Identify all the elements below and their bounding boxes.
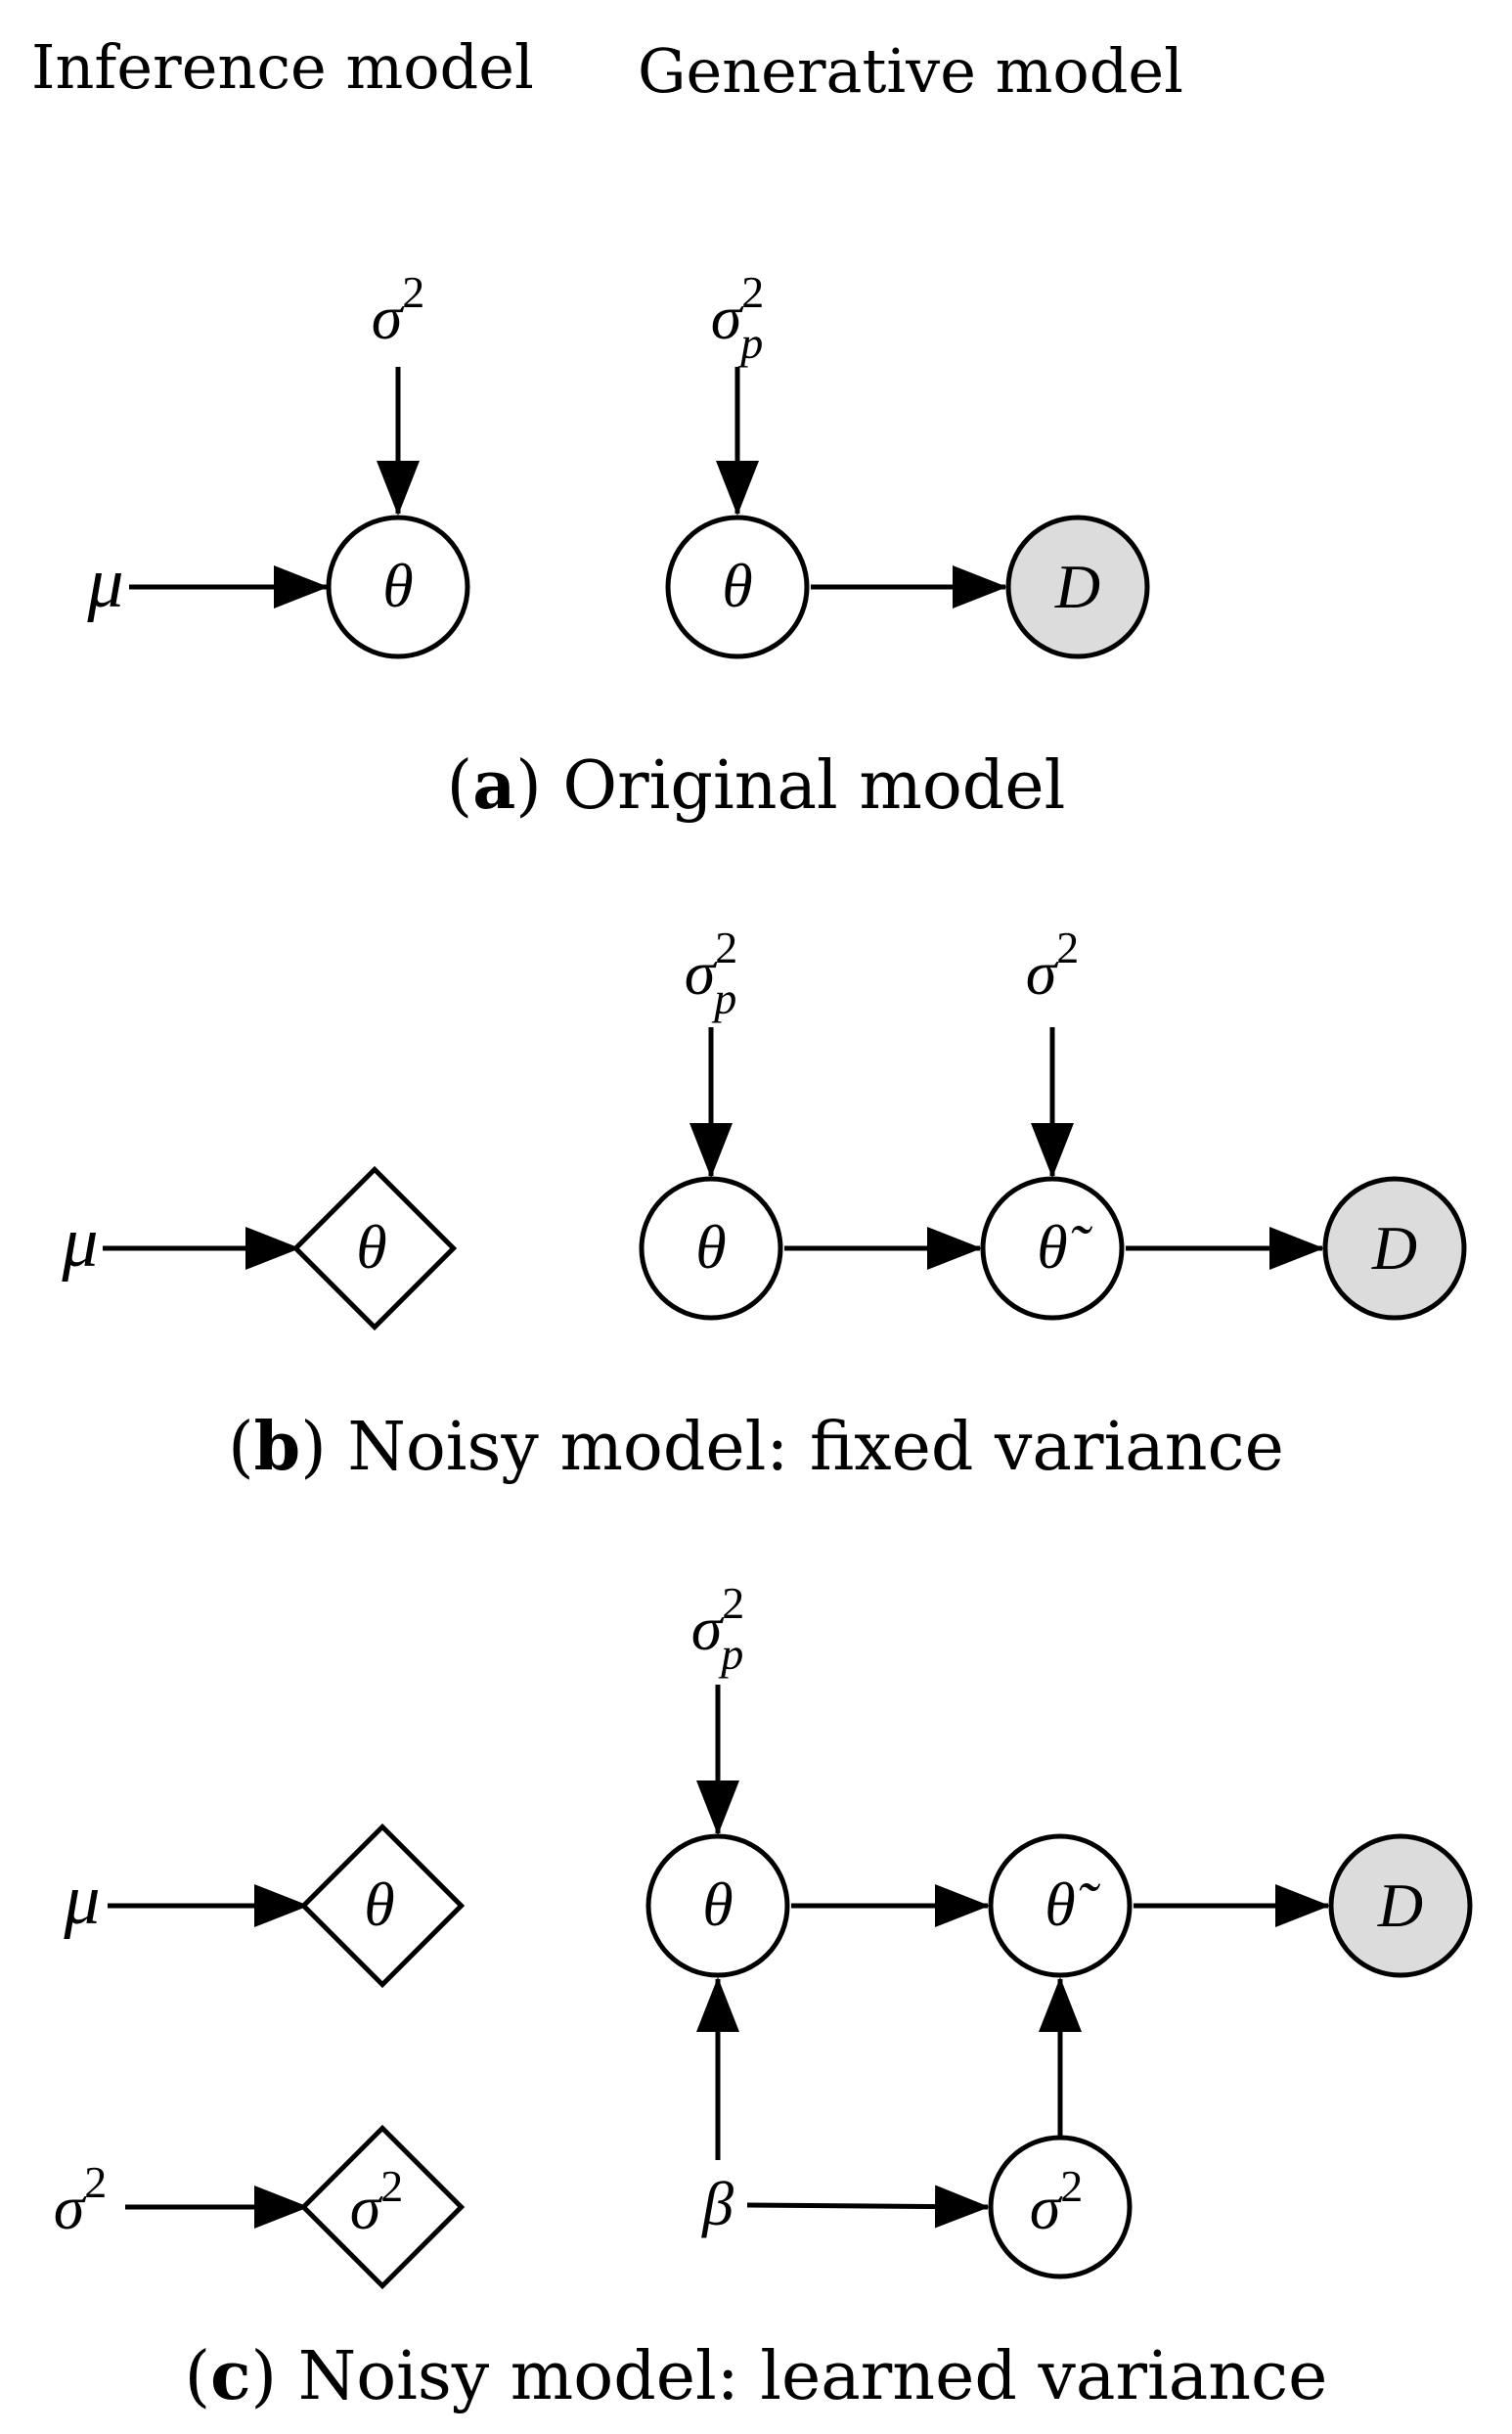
panel-a-observed-D-node: [1005, 515, 1150, 659]
panel-c-edge-beta-to-sigma: [746, 2185, 990, 2229]
panel-c-observed-D-node: [1328, 1833, 1473, 1978]
panel-c-caption: (c) Noisy model: learned variance: [185, 2337, 1328, 2415]
panel-a-observed-D-label: D: [1054, 552, 1100, 621]
panel-c-generative-sigma-node: [988, 2135, 1133, 2279]
panel-a-caption: (a) Original model: [447, 746, 1066, 825]
panel-c-generative-sigma-label: σ2: [1030, 2161, 1084, 2242]
generative-model-header: Generative model: [638, 35, 1183, 107]
panel-c-inference-sigma-deterministic-node: [299, 2124, 466, 2290]
panel-a-generative-theta-node: [665, 515, 810, 659]
panel-b-generative-theta-label: θ: [695, 1212, 726, 1282]
panel-c-inference-sigma-label: σ2: [350, 2161, 404, 2242]
panel-a-inference-theta-label: θ: [382, 551, 413, 620]
panel-c-generative-theta-node: [645, 1833, 790, 1978]
panel-c-generative-theta-label: θ: [702, 1870, 733, 1939]
panel-a-inference-sigma-squared: σ2: [372, 267, 425, 352]
panel-b-observed-D-node: [1322, 1176, 1467, 1321]
inference-model-header: Inference model: [31, 31, 534, 103]
panel-c-inference-mu: μ: [63, 1860, 100, 1940]
panel-a-inference-theta-node: [326, 515, 470, 659]
panel-c-beta: β: [700, 2169, 734, 2238]
panel-a-generative-theta-label: θ: [722, 551, 752, 620]
panel-b-generative-theta-node: [639, 1176, 783, 1321]
panel-a-inference-mu: μ: [86, 543, 123, 623]
panel-b-theta-tilde-node: [980, 1176, 1125, 1321]
panel-c-theta-tilde-node: [988, 1833, 1133, 1978]
panel-c-observed-D-label: D: [1377, 1871, 1423, 1940]
panel-b-caption: (b) Noisy model: fixed variance: [228, 1408, 1284, 1486]
panel-c-inference-sigma-squared: σ2: [54, 2157, 108, 2242]
panel-b-generative-sigma-squared: σ2: [1026, 923, 1080, 1008]
panel-b-inference-theta-deterministic-node: [291, 1165, 458, 1331]
panel-c-inference-theta-deterministic-node: [299, 1823, 466, 1989]
panel-c-inference-theta-label: θ: [364, 1870, 394, 1939]
panel-b-inference-mu: μ: [61, 1202, 98, 1283]
panel-b-inference-theta-label: θ: [356, 1212, 386, 1282]
panel-b-observed-D-label: D: [1371, 1213, 1417, 1283]
